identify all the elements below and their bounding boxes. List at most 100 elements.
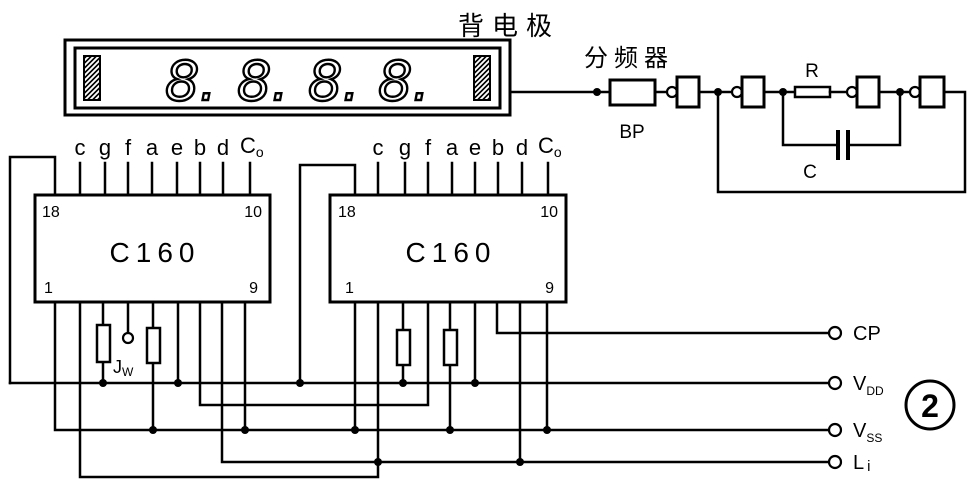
chip-right-carry-sub: o (554, 144, 562, 160)
lcd-digit-4: 8. (378, 50, 430, 113)
chip-right-pin-number-9: 9 (545, 280, 554, 297)
capacitor-c-label: C (803, 162, 817, 183)
chip-left-pin-label-b: b (194, 135, 206, 160)
chip-right: C160 18 10 1 9 c g f a e b d Co (328, 133, 568, 304)
terminal-cp (827, 325, 843, 341)
wire-bottom-link (78, 300, 380, 479)
junction-dot-vdd (296, 379, 304, 387)
wire-feedback-loop (716, 90, 967, 194)
backplane-bar-left-hatch (83, 55, 101, 101)
backplane-label: 背电极 (458, 12, 560, 42)
bus-cp (495, 300, 831, 335)
junction-dot-vdd (399, 379, 407, 387)
chip-right-pin-number-10: 10 (540, 204, 558, 221)
chip-left-pin-label-f: f (125, 135, 132, 160)
resistor-left-1 (95, 323, 112, 364)
terminal-vdd-sub: DD (866, 384, 884, 398)
terminal-vss-sub: SS (866, 431, 882, 445)
terminal-vdd (827, 375, 843, 391)
chip-left: C160 18 10 1 9 c g f a e b d Co (33, 133, 272, 304)
jumper-terminal (121, 331, 135, 345)
terminal-vss-label: VSS (853, 420, 882, 445)
junction-dot-backplane (593, 88, 601, 96)
chip-left-pin-label-g: g (99, 135, 111, 160)
terminal-cp-main: CP (853, 323, 881, 345)
wire-mid-link (198, 300, 430, 407)
wiring: JW (8, 155, 831, 479)
display-inner-frame (73, 46, 502, 110)
chip-right-top-pin-leads (376, 161, 550, 197)
chip-left-pin-number-1: 1 (44, 280, 53, 297)
figure-number-circle (904, 379, 956, 431)
wire-capacitor-right (846, 90, 902, 147)
terminal-cp-label: CP (853, 323, 881, 345)
lcd-digit-3: 8. (308, 50, 360, 113)
chip-right-body (328, 193, 568, 304)
chip-right-pin-label-d: d (516, 135, 528, 160)
jumper-label-main: J (113, 357, 122, 377)
junction-dot-vss (446, 426, 454, 434)
bp-label: BP (619, 122, 644, 143)
chip-right-pin-label-g: g (399, 135, 411, 160)
chip-left-name: C160 (110, 237, 201, 268)
junction-dot-vdd (174, 379, 182, 387)
lcd-digit-2: 8. (237, 50, 289, 113)
chip-left-pin-label-a: a (146, 135, 159, 160)
resistor-right-2 (442, 328, 459, 367)
chip-left-pin-number-9: 9 (249, 280, 258, 297)
chip-right-carry-main: C (538, 133, 554, 158)
chip-left-pin-label-c: c (75, 135, 86, 160)
junction-dot-vss (149, 426, 157, 434)
chip-right-pin-label-a: a (446, 135, 459, 160)
resistor-r (793, 85, 832, 99)
chip-right-pin-label-e: e (469, 135, 481, 160)
chip-left-pin-number-10: 10 (244, 204, 262, 221)
chip-left-pin-label-carry: Co (240, 133, 264, 160)
figure-number-badge: 2 (904, 379, 956, 431)
chip-right-pin-label-c: c (373, 135, 384, 160)
resistor-right-1 (395, 328, 412, 367)
bus-vss (53, 300, 831, 432)
jumper-label-sub: W (122, 365, 134, 379)
chip-right-pin-number-1: 1 (345, 280, 354, 297)
junction-dot-li (374, 458, 382, 466)
display-outer-frame (63, 38, 512, 117)
chip-left-pin-label-d: d (217, 135, 229, 160)
backplane-bar-right-hatch (473, 55, 491, 101)
frequency-divider: 分频器 BP R C (508, 44, 967, 194)
junction-dot-vss (351, 426, 359, 434)
chip-right-pin-number-18: 18 (338, 204, 356, 221)
junction-dot-li (516, 458, 524, 466)
terminal-vdd-main: V (853, 373, 867, 395)
junction-dot-vss (241, 426, 249, 434)
chip-left-pin-number-18: 18 (42, 204, 60, 221)
figure-number: 2 (921, 388, 939, 424)
junction-dot-vdd (471, 379, 479, 387)
jumper-label: JW (113, 357, 134, 379)
junction-dot-vss (543, 426, 551, 434)
resistor-left-2 (145, 326, 162, 365)
chip-right-name: C160 (406, 237, 497, 268)
wire-right-pin18 (298, 163, 357, 385)
terminal-vss-main: V (853, 420, 867, 442)
bus-li (220, 300, 831, 464)
terminal-li-sub: i (867, 458, 870, 475)
chip-right-pin-label-carry: Co (538, 133, 562, 160)
junction-dot-vdd (99, 379, 107, 387)
divider-label: 分频器 (584, 44, 674, 72)
chip-left-top-pin-leads (78, 161, 252, 197)
chip-left-carry-sub: o (256, 144, 264, 160)
chip-right-pin-label-f: f (425, 135, 432, 160)
chip-left-carry-main: C (240, 133, 256, 158)
lcd-digit-1: 8. (165, 50, 217, 113)
lcd-display: 8. 8. 8. 8. (63, 38, 512, 117)
resistor-r-label: R (805, 61, 819, 82)
chip-left-pin-label-e: e (171, 135, 183, 160)
terminal-vss (827, 422, 843, 438)
terminal-li (827, 454, 843, 470)
wire-capacitor-left (781, 90, 840, 147)
terminal-li-main: L (853, 452, 864, 474)
